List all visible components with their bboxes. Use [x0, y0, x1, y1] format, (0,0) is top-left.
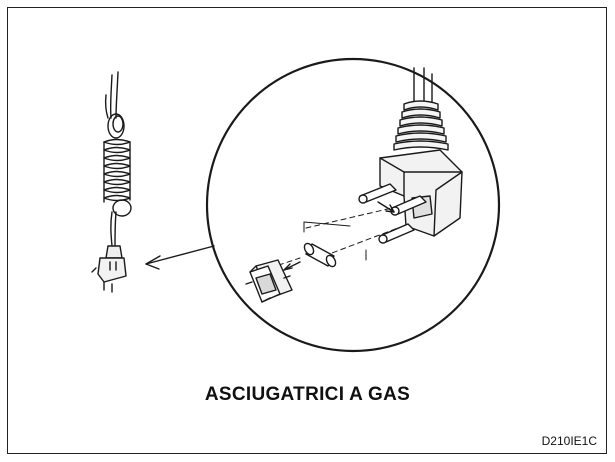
- power-cord: [104, 71, 119, 119]
- diagram-caption: ASCIUGATRICI A GAS: [204, 384, 411, 405]
- fuse-arrow: [283, 261, 301, 271]
- cord-loop: [107, 113, 125, 139]
- strain-relief: [393, 100, 449, 151]
- cord-lower: [110, 211, 117, 247]
- magnifier-circle: [205, 57, 501, 353]
- pointer-arrow: [145, 245, 215, 270]
- fuse-slot-arrow: [377, 201, 395, 213]
- cord-coil: [103, 138, 132, 217]
- fuse-cartridge: [303, 242, 337, 268]
- diagram-frame: [7, 7, 607, 454]
- plug-body: [379, 149, 463, 237]
- plug-cable: [413, 67, 433, 105]
- fuse-bracket: [303, 221, 367, 261]
- reference-code: D210IE1C: [541, 434, 597, 448]
- small-plug: [91, 245, 127, 293]
- fuse-holder: [245, 259, 293, 303]
- plug-pins: [358, 183, 427, 244]
